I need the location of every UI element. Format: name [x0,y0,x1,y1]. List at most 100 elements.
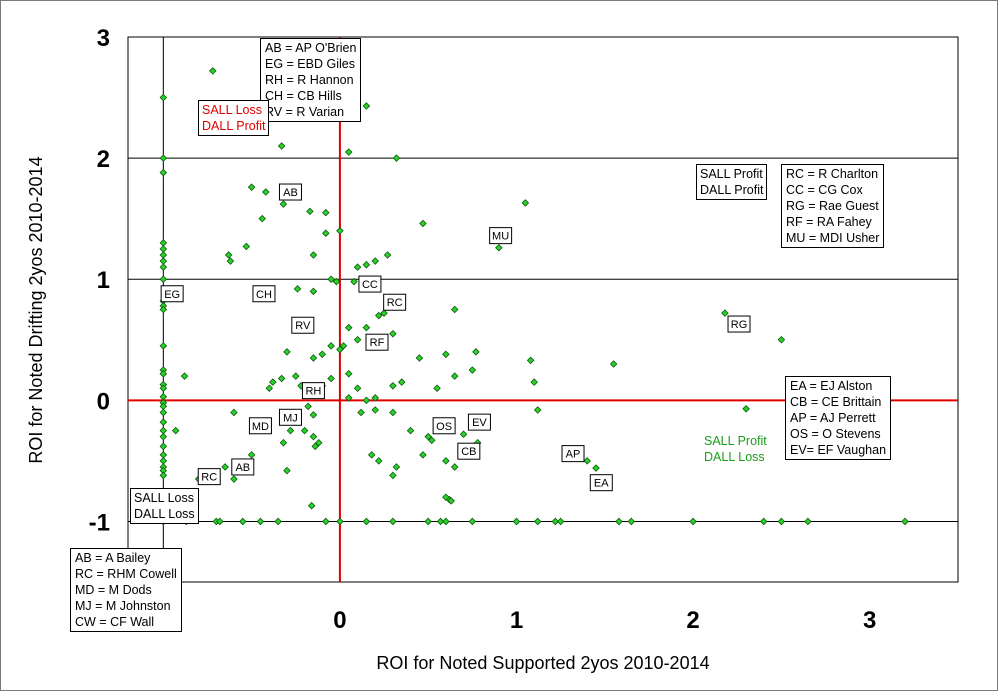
data-point [371,394,379,402]
data-point [322,517,330,526]
x-axis-title: ROI for Noted Supported 2yos 2010-2014 [376,653,709,673]
data-point [424,432,432,441]
data-point [336,227,344,235]
data-point [274,517,282,526]
point-label-box [248,417,272,435]
point-label: CC [358,275,382,293]
data-point [159,342,168,350]
data-point [389,517,397,526]
data-point [332,277,341,286]
legend-entry: EA = EJ Alston [790,379,873,393]
data-point [901,517,909,526]
point-label: EA [589,474,613,492]
data-point [419,219,427,228]
legend-entry: MD = M Dods [75,583,152,597]
data-point [533,517,542,526]
point-label-box [432,417,456,435]
data-point [286,426,295,435]
data-point [247,451,256,459]
data-point [265,384,274,392]
legend-entry: AB = AP O'Brien [265,41,357,55]
point-label-box [291,316,315,334]
data-point [389,471,397,480]
quadrant-note-line: SALL Loss [202,103,262,117]
data-point [362,102,371,110]
legend-entry: RH = R Hannon [265,73,354,87]
data-point [159,442,168,451]
data-point [180,372,189,380]
data-point [759,517,768,526]
legend-entry: CB = CE Brittain [790,395,882,409]
x-tick-label: 3 [863,607,876,634]
data-point [556,517,565,526]
x-tick-label: 1 [510,607,523,634]
data-point [336,517,344,526]
point-label-text: AB [235,462,250,474]
data-point [242,242,251,251]
point-label-box [358,275,382,293]
point-label-box [365,333,389,351]
point-label: EV [467,413,491,431]
point-labels: ABEGCHRVCCRCRFMURGRHMJMDRCABCWOSEVCBAPEA [160,183,751,516]
data-point [159,305,168,314]
data-point [344,394,353,402]
data-point [327,374,335,383]
data-point [442,457,450,465]
data-point [309,411,318,419]
point-label-box [383,293,407,311]
point-label-box [278,183,302,201]
data-point [362,323,371,332]
data-point [392,154,401,162]
point-label-text: MD [252,421,269,433]
data-point [362,517,371,526]
point-label-text: RC [201,472,217,484]
data-point [627,517,636,526]
point-label: RH [301,382,325,400]
data-point [171,426,180,435]
point-label-text: OS [436,421,452,433]
data-point [309,287,318,296]
data-point [159,408,168,417]
data-point [804,517,812,526]
data-point [159,154,168,162]
data-point [221,463,229,471]
data-point [327,275,335,283]
data-point [367,451,376,459]
point-label-text: AP [566,449,581,461]
point-label-text: RC [387,297,403,309]
quadrant-note-line: DALL Profit [700,183,764,197]
data-point [353,263,362,271]
data-point [533,406,542,414]
legend-entry: CC = CG Cox [786,183,863,197]
data-point [371,257,379,265]
point-label-box [301,382,325,400]
quadrant-note-line: SALL Profit [700,167,763,181]
data-point [362,260,371,269]
point-label: AB [278,183,302,201]
data-point [309,432,318,441]
data-point [450,463,459,471]
data-point [383,251,392,259]
point-label-box [589,474,613,492]
data-point [459,430,468,439]
data-point [442,517,450,526]
point-label-box [489,227,513,245]
point-label: MU [489,227,513,245]
data-point [247,183,256,191]
data-point [512,517,521,526]
point-label: CH [252,285,276,303]
point-label-text: EV [472,417,487,429]
data-point [442,350,450,359]
data-point [583,457,591,465]
data-point [307,501,316,510]
point-label-box [467,413,491,431]
data-point [353,384,362,392]
data-point [159,369,168,378]
data-point [389,382,397,390]
data-point [311,442,319,451]
data-point [592,464,600,472]
